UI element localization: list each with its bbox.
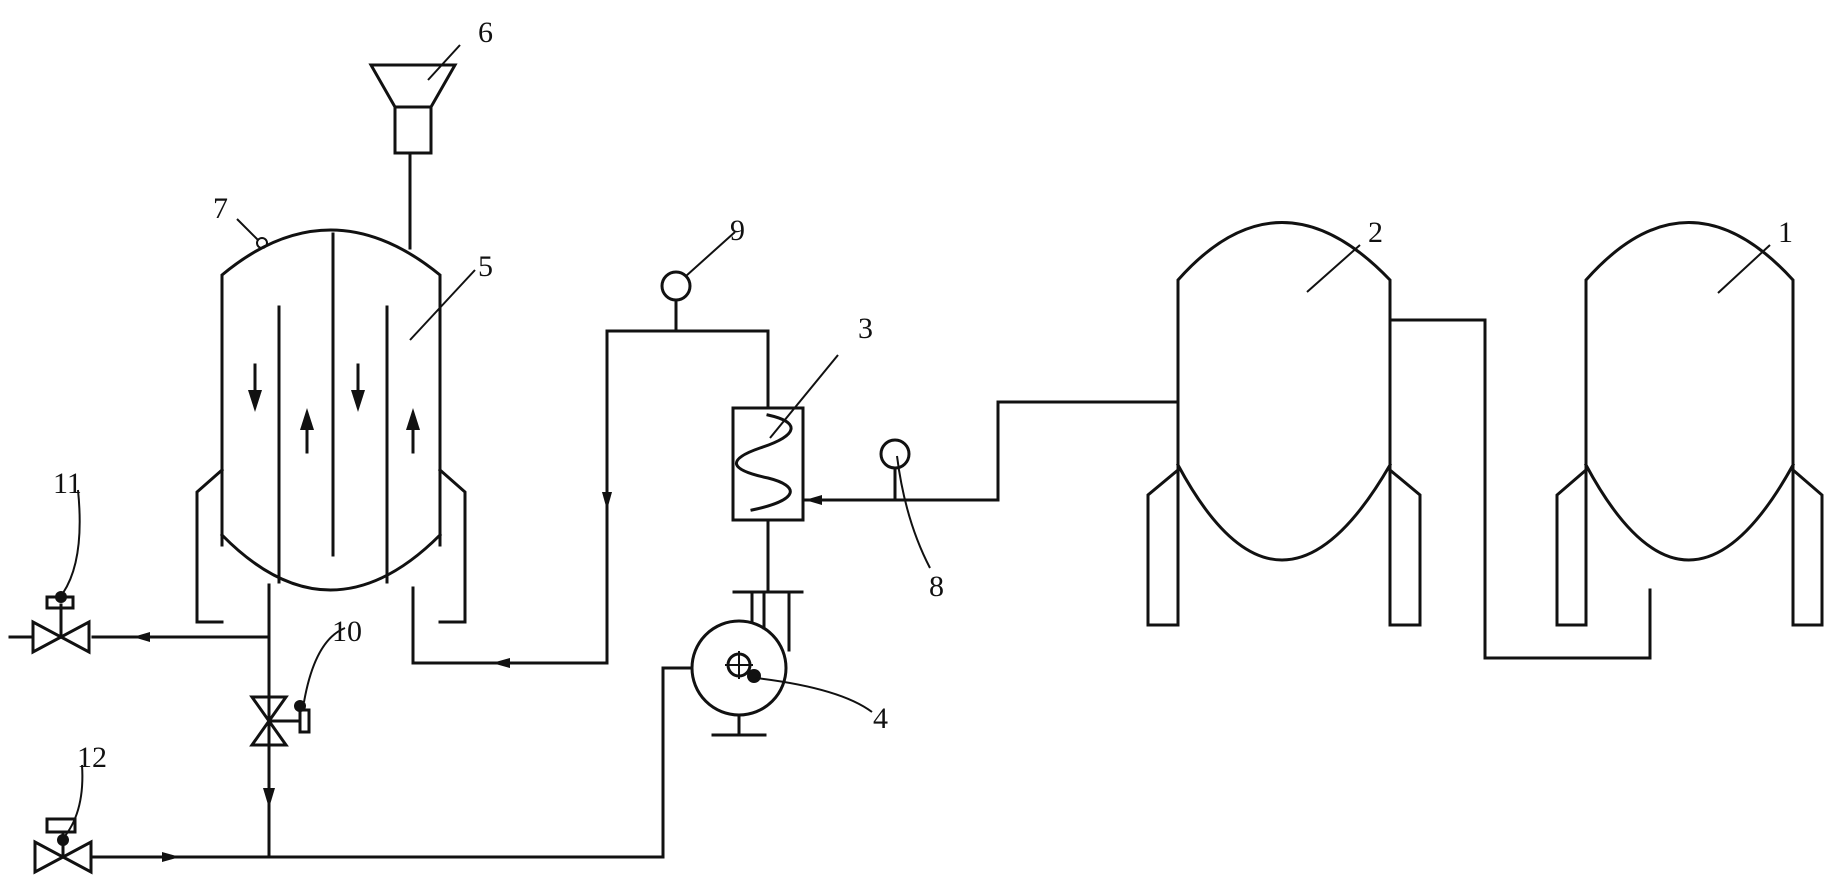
- pipe-tank2-to-heat-exchanger: [803, 400, 1180, 502]
- flow-arrow-down-icon-3: [248, 363, 262, 412]
- heat-exchanger: [731, 354, 839, 522]
- label-outlet-pressure-gauge: 9: [730, 214, 745, 247]
- outlet-pressure-gauge: [660, 231, 736, 333]
- bottom-valve: [249, 627, 346, 747]
- discharge-valve: [8, 489, 91, 655]
- label-feed-hopper: 6: [478, 16, 493, 49]
- flow-arrow-up-icon: [300, 408, 314, 454]
- label-tank-1: 1: [1778, 216, 1793, 249]
- flow-arrow-left-icon: [805, 495, 822, 505]
- feed-hopper: [368, 44, 461, 250]
- label-bottom-valve: 10: [332, 615, 362, 648]
- flow-arrow-up-icon-2: [406, 408, 420, 454]
- label-heat-exchanger: 3: [858, 312, 873, 345]
- flow-arrow-down-icon: [602, 492, 612, 510]
- reaction-vessel: [195, 218, 476, 624]
- label-feed-inlet-valve: 12: [77, 741, 107, 774]
- feed-inlet-valve: [33, 764, 93, 875]
- flow-arrow-left-icon-3: [133, 632, 150, 642]
- inlet-pressure-gauge: [879, 438, 931, 569]
- flow-arrow-down-icon-4: [351, 363, 365, 412]
- leader-tank-2: [1306, 244, 1361, 293]
- label-inlet-pressure-gauge: 8: [929, 570, 944, 603]
- flow-arrow-right-icon: [162, 852, 180, 862]
- tank-1: [1555, 221, 1824, 627]
- tank-2: [1146, 221, 1422, 627]
- flow-arrow-left-icon-2: [492, 658, 510, 668]
- label-discharge-valve: 11: [53, 467, 82, 500]
- flow-arrow-down-icon-5: [263, 768, 275, 808]
- vent-nozzle: [256, 237, 268, 249]
- label-tank-2: 2: [1368, 216, 1383, 249]
- leader-tank-1: [1717, 244, 1771, 294]
- label-pump: 4: [873, 702, 888, 735]
- label-reaction-vessel: 5: [478, 250, 493, 283]
- pump: [690, 590, 873, 737]
- pipe-tank2-to-tank1: [1388, 318, 1652, 660]
- pipe-feed-to-pump: [661, 666, 694, 859]
- label-vent-nozzle: 7: [213, 192, 228, 225]
